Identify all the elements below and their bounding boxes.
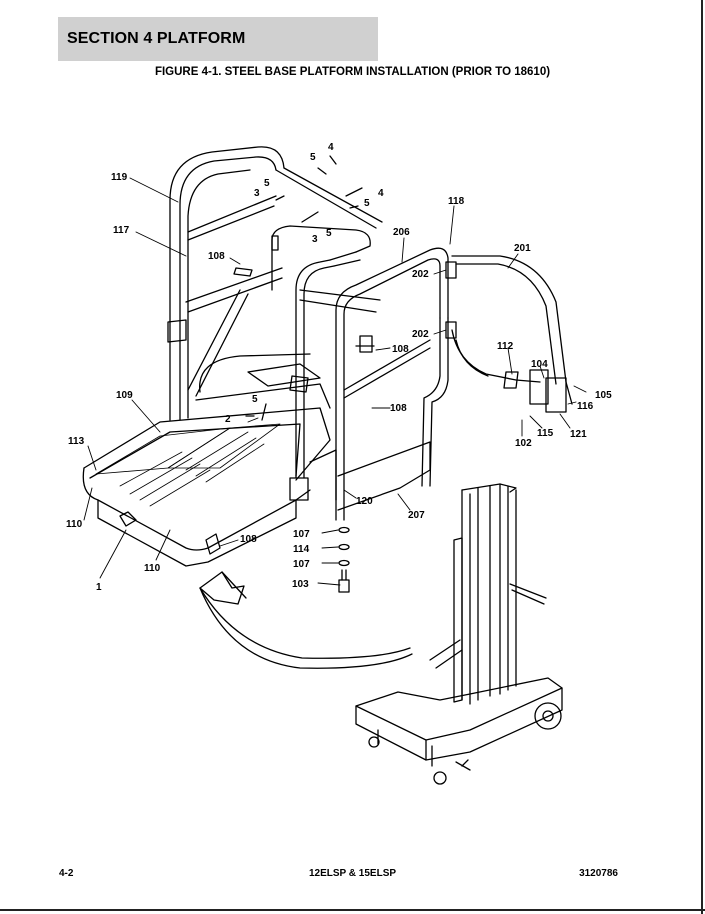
callout: 2 bbox=[225, 414, 231, 425]
callout: 119 bbox=[111, 172, 128, 183]
section-header: SECTION 4 PLATFORM bbox=[58, 17, 378, 61]
page-number: 4-2 bbox=[59, 868, 74, 879]
model-name: 12ELSP & 15ELSP bbox=[308, 868, 397, 879]
page-border-right bbox=[701, 0, 703, 914]
pin-hardware bbox=[338, 526, 350, 593]
callout: 110 bbox=[66, 519, 83, 530]
callout: 105 bbox=[595, 390, 612, 401]
leader-lines bbox=[83, 177, 587, 586]
gate-frame bbox=[335, 247, 449, 521]
callout: 201 bbox=[514, 243, 531, 254]
callout: 108 bbox=[208, 251, 225, 262]
callout: 110 bbox=[144, 563, 161, 574]
top-bolts bbox=[233, 155, 363, 421]
callout: 114 bbox=[293, 544, 310, 555]
side-panel bbox=[309, 441, 431, 511]
callout: 4 bbox=[328, 142, 334, 153]
callout: 107 bbox=[293, 529, 310, 540]
callout: 115 bbox=[537, 428, 554, 439]
callout: 121 bbox=[570, 429, 587, 440]
installation-arrow bbox=[199, 571, 413, 669]
callout: 103 bbox=[292, 579, 309, 590]
callout: 4 bbox=[378, 188, 384, 199]
callout: 5 bbox=[264, 178, 270, 189]
callout-labels: 4 5 5 3 4 5 3 5 119 117 108 118 206 201 … bbox=[66, 142, 612, 593]
lift-mast bbox=[429, 483, 547, 705]
callout: 113 bbox=[68, 436, 85, 447]
page-border-bottom bbox=[0, 909, 705, 911]
callout: 104 bbox=[531, 359, 548, 370]
callout: 118 bbox=[448, 196, 465, 207]
callout: 202 bbox=[412, 269, 429, 280]
callout: 108 bbox=[240, 534, 257, 545]
callout: 109 bbox=[116, 390, 133, 401]
callout: 102 bbox=[515, 438, 532, 449]
callout: 3 bbox=[254, 188, 260, 199]
callout: 5 bbox=[364, 198, 370, 209]
callout: 1 bbox=[96, 582, 102, 593]
swing-gate bbox=[445, 255, 573, 413]
callout: 108 bbox=[390, 403, 407, 414]
callout: 206 bbox=[393, 227, 410, 238]
callout: 5 bbox=[326, 228, 332, 239]
callout: 116 bbox=[577, 401, 594, 412]
callout: 3 bbox=[312, 234, 318, 245]
callout: 108 bbox=[392, 344, 409, 355]
callout: 202 bbox=[412, 329, 429, 340]
callout: 120 bbox=[356, 496, 373, 507]
callout: 107 bbox=[293, 559, 310, 570]
floor-hole-pattern bbox=[95, 423, 281, 507]
rear-rail-frame bbox=[167, 146, 383, 421]
callout: 5 bbox=[310, 152, 316, 163]
figure-title: FIGURE 4-1. STEEL BASE PLATFORM INSTALLA… bbox=[154, 66, 551, 78]
document-number: 3120786 bbox=[579, 868, 618, 879]
section-title: SECTION 4 PLATFORM bbox=[67, 30, 246, 47]
callout: 207 bbox=[408, 510, 425, 521]
callout: 117 bbox=[113, 225, 130, 236]
front-rail bbox=[187, 251, 381, 501]
callout: 112 bbox=[497, 341, 514, 352]
lift-chassis bbox=[355, 677, 563, 785]
callout: 5 bbox=[252, 394, 258, 405]
platform-floor bbox=[82, 353, 331, 567]
